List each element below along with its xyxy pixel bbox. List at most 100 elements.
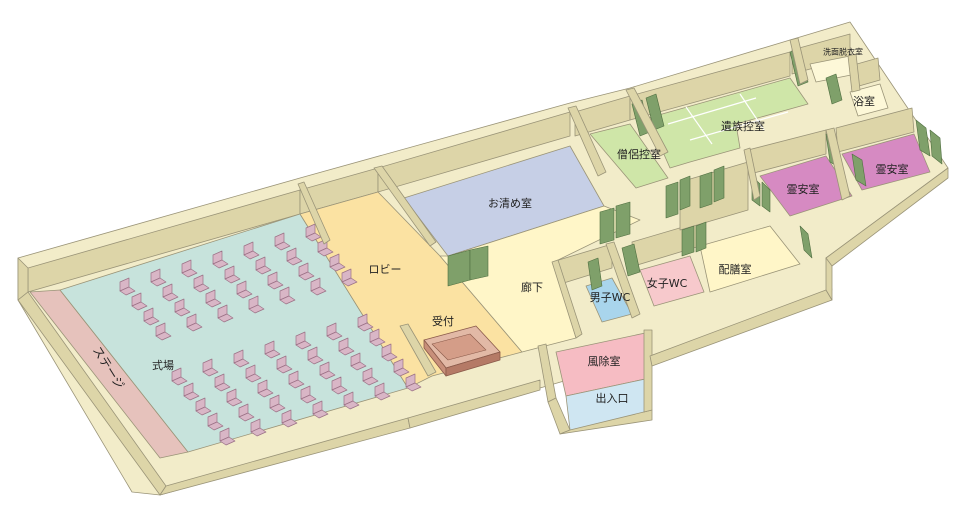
chair — [250, 418, 267, 437]
label-ceremony-hall: 式場 — [152, 359, 174, 372]
chair-seat — [238, 412, 255, 422]
chair-seat — [312, 409, 329, 419]
chair-seat — [155, 331, 172, 341]
chair-seat — [143, 316, 160, 326]
label-womens-wc: 女子WC — [647, 276, 688, 290]
chair — [298, 262, 315, 281]
chair — [143, 307, 160, 326]
chair — [193, 274, 210, 293]
door — [615, 201, 631, 239]
front-walls — [17, 37, 949, 496]
room-floors — [29, 55, 931, 459]
chair-seat — [350, 361, 367, 371]
door — [679, 175, 691, 211]
floor-womens-wc — [639, 255, 705, 307]
chair — [214, 373, 231, 392]
chair-seat — [374, 391, 391, 401]
chair — [264, 340, 281, 359]
chair — [319, 361, 336, 380]
chair-seat — [212, 259, 229, 269]
tatami-line — [667, 97, 757, 125]
chair — [274, 232, 291, 251]
chair — [374, 382, 391, 401]
chair — [217, 304, 234, 323]
chair-seat — [319, 370, 336, 380]
chair — [212, 250, 229, 269]
label-lobby: ロビー — [369, 263, 402, 276]
chair — [207, 412, 224, 431]
back-wall-family — [629, 51, 791, 121]
tatami-line — [685, 106, 713, 145]
label-corridor: 廊下 — [521, 280, 543, 294]
door — [587, 257, 603, 291]
door — [799, 225, 813, 259]
chair — [155, 322, 172, 341]
door — [713, 165, 725, 203]
label-family-waiting-room: 遺族控室 — [721, 119, 765, 133]
chair-seat — [269, 403, 286, 413]
chair-seat — [393, 367, 410, 377]
chair — [131, 292, 148, 311]
chair-seat — [195, 406, 212, 416]
chair-seat — [183, 391, 200, 401]
chair — [238, 403, 255, 422]
chair — [338, 337, 355, 356]
floor-bath-room — [849, 83, 889, 117]
chair — [202, 358, 219, 377]
chair — [181, 259, 198, 278]
chair — [405, 373, 422, 392]
floor-family-waiting-room — [647, 77, 809, 169]
floor-pantry — [699, 225, 801, 293]
chair — [326, 322, 343, 341]
chair-seat — [207, 421, 224, 431]
chair — [381, 343, 398, 362]
chair-seat — [288, 379, 305, 389]
chair-seat — [131, 301, 148, 311]
counter-inset — [431, 333, 487, 361]
chair-seat — [295, 340, 312, 350]
chair-seat — [224, 274, 241, 284]
chair — [226, 388, 243, 407]
lobby-low-wall — [399, 323, 437, 377]
label-bath-room: 浴室 — [853, 94, 875, 108]
chair-seat — [331, 385, 348, 395]
label-spirit-room-1: 霊安室 — [787, 182, 820, 196]
chair — [357, 313, 374, 332]
tatami-line — [689, 111, 789, 141]
partition-family-spirit — [743, 147, 761, 201]
chair — [276, 355, 293, 374]
chair — [312, 400, 329, 419]
label-mens-wc: 男子WC — [590, 291, 631, 304]
chair-seat — [243, 250, 260, 260]
partition-purification-priest — [567, 105, 607, 177]
chair — [255, 256, 272, 275]
chair — [295, 331, 312, 350]
chair — [279, 286, 296, 305]
door — [681, 225, 695, 257]
chair-seat — [267, 280, 284, 290]
chair — [171, 367, 188, 386]
chair — [186, 313, 203, 332]
chair — [307, 346, 324, 365]
door — [621, 243, 641, 277]
chair — [183, 382, 200, 401]
chair — [162, 283, 179, 302]
chair-seat — [236, 289, 253, 299]
label-pantry: 配膳室 — [719, 262, 752, 276]
door — [851, 153, 867, 187]
chair-seat — [202, 367, 219, 377]
chair — [267, 271, 284, 290]
door — [915, 119, 931, 157]
chair-seat — [369, 337, 386, 347]
chair-seat — [119, 286, 136, 296]
chair — [369, 328, 386, 347]
chair — [219, 427, 236, 446]
door — [825, 73, 843, 105]
chair-seat — [281, 418, 298, 428]
chair-seat — [162, 292, 179, 302]
chair — [257, 379, 274, 398]
partition-family-changing — [789, 37, 809, 85]
chair-seat — [343, 400, 360, 410]
chair — [245, 364, 262, 383]
partition-lobby-purification — [373, 165, 437, 247]
